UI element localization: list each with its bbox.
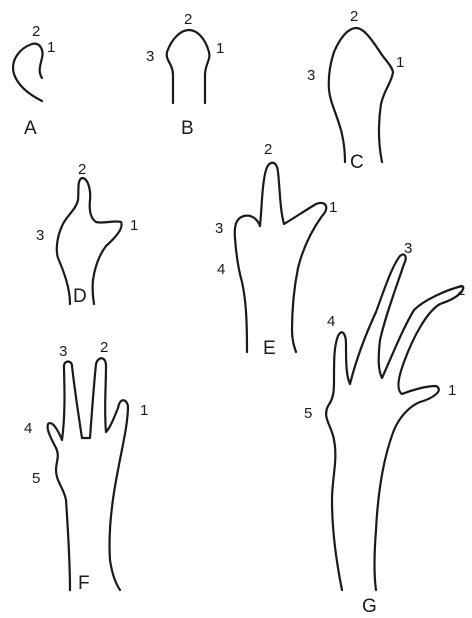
panel-e-digit-3-label: 3 bbox=[215, 220, 223, 237]
panel-c-limb-outline bbox=[329, 28, 393, 162]
panel-d-digit-1-label: 1 bbox=[130, 217, 138, 234]
panel-e: 2 3 4 1 E bbox=[215, 141, 337, 359]
panel-f-label: F bbox=[78, 573, 90, 594]
panel-b-label: B bbox=[181, 118, 194, 139]
panel-g-digit-1-label: 1 bbox=[448, 382, 456, 399]
panel-c-label: C bbox=[350, 152, 364, 173]
panel-b: 2 3 1 B bbox=[146, 11, 224, 139]
panel-d-digit-2-label: 2 bbox=[78, 161, 86, 178]
panel-g-limb-outline bbox=[326, 254, 463, 590]
panel-f-digit-2-label: 2 bbox=[100, 339, 108, 356]
panel-c-digit-1-label: 1 bbox=[396, 54, 404, 71]
panel-c-digit-3-label: 3 bbox=[307, 67, 315, 84]
panel-c: 2 3 1 C bbox=[307, 8, 404, 173]
panel-a-digit-1-label: 1 bbox=[47, 39, 55, 56]
panel-d-label: D bbox=[73, 286, 87, 307]
panel-d-digit-3-label: 3 bbox=[36, 227, 44, 244]
panel-g: 3 2 4 1 5 G bbox=[304, 240, 465, 617]
panel-g-digit-4-label: 4 bbox=[327, 313, 335, 330]
panel-g-digit-3-label: 3 bbox=[404, 240, 412, 257]
panel-g-digit-5-label: 5 bbox=[304, 405, 312, 422]
panel-f: 3 2 4 1 5 F bbox=[24, 339, 148, 594]
panel-b-digit-1-label: 1 bbox=[216, 40, 224, 57]
panel-b-digit-3-label: 3 bbox=[146, 48, 154, 65]
panel-a-limb-outline bbox=[13, 44, 42, 101]
panel-b-digit-2-label: 2 bbox=[184, 11, 192, 28]
panel-e-limb-outline bbox=[235, 163, 326, 352]
panel-e-digit-2-label: 2 bbox=[264, 141, 272, 158]
panel-e-digit-1-label: 1 bbox=[329, 199, 337, 216]
panel-e-label: E bbox=[263, 338, 276, 359]
panel-a-digit-2-label: 2 bbox=[32, 23, 40, 40]
panel-f-digit-1-label: 1 bbox=[140, 402, 148, 419]
panel-c-digit-2-label: 2 bbox=[350, 8, 358, 25]
panel-f-digit-5-label: 5 bbox=[32, 470, 40, 487]
panel-b-limb-outline bbox=[167, 30, 210, 103]
panel-g-digit-2-label: 2 bbox=[457, 282, 465, 299]
panel-a-label: A bbox=[24, 118, 37, 139]
panel-f-digit-3-label: 3 bbox=[59, 343, 67, 360]
panel-a: 2 1 A bbox=[13, 23, 55, 139]
panel-g-label: G bbox=[362, 596, 377, 617]
panel-e-digit-4-label: 4 bbox=[217, 261, 225, 278]
panel-d-limb-outline bbox=[57, 178, 122, 304]
panel-f-digit-4-label: 4 bbox=[24, 420, 32, 437]
panel-f-limb-outline bbox=[48, 358, 128, 590]
panel-d: 2 3 1 D bbox=[36, 161, 138, 307]
